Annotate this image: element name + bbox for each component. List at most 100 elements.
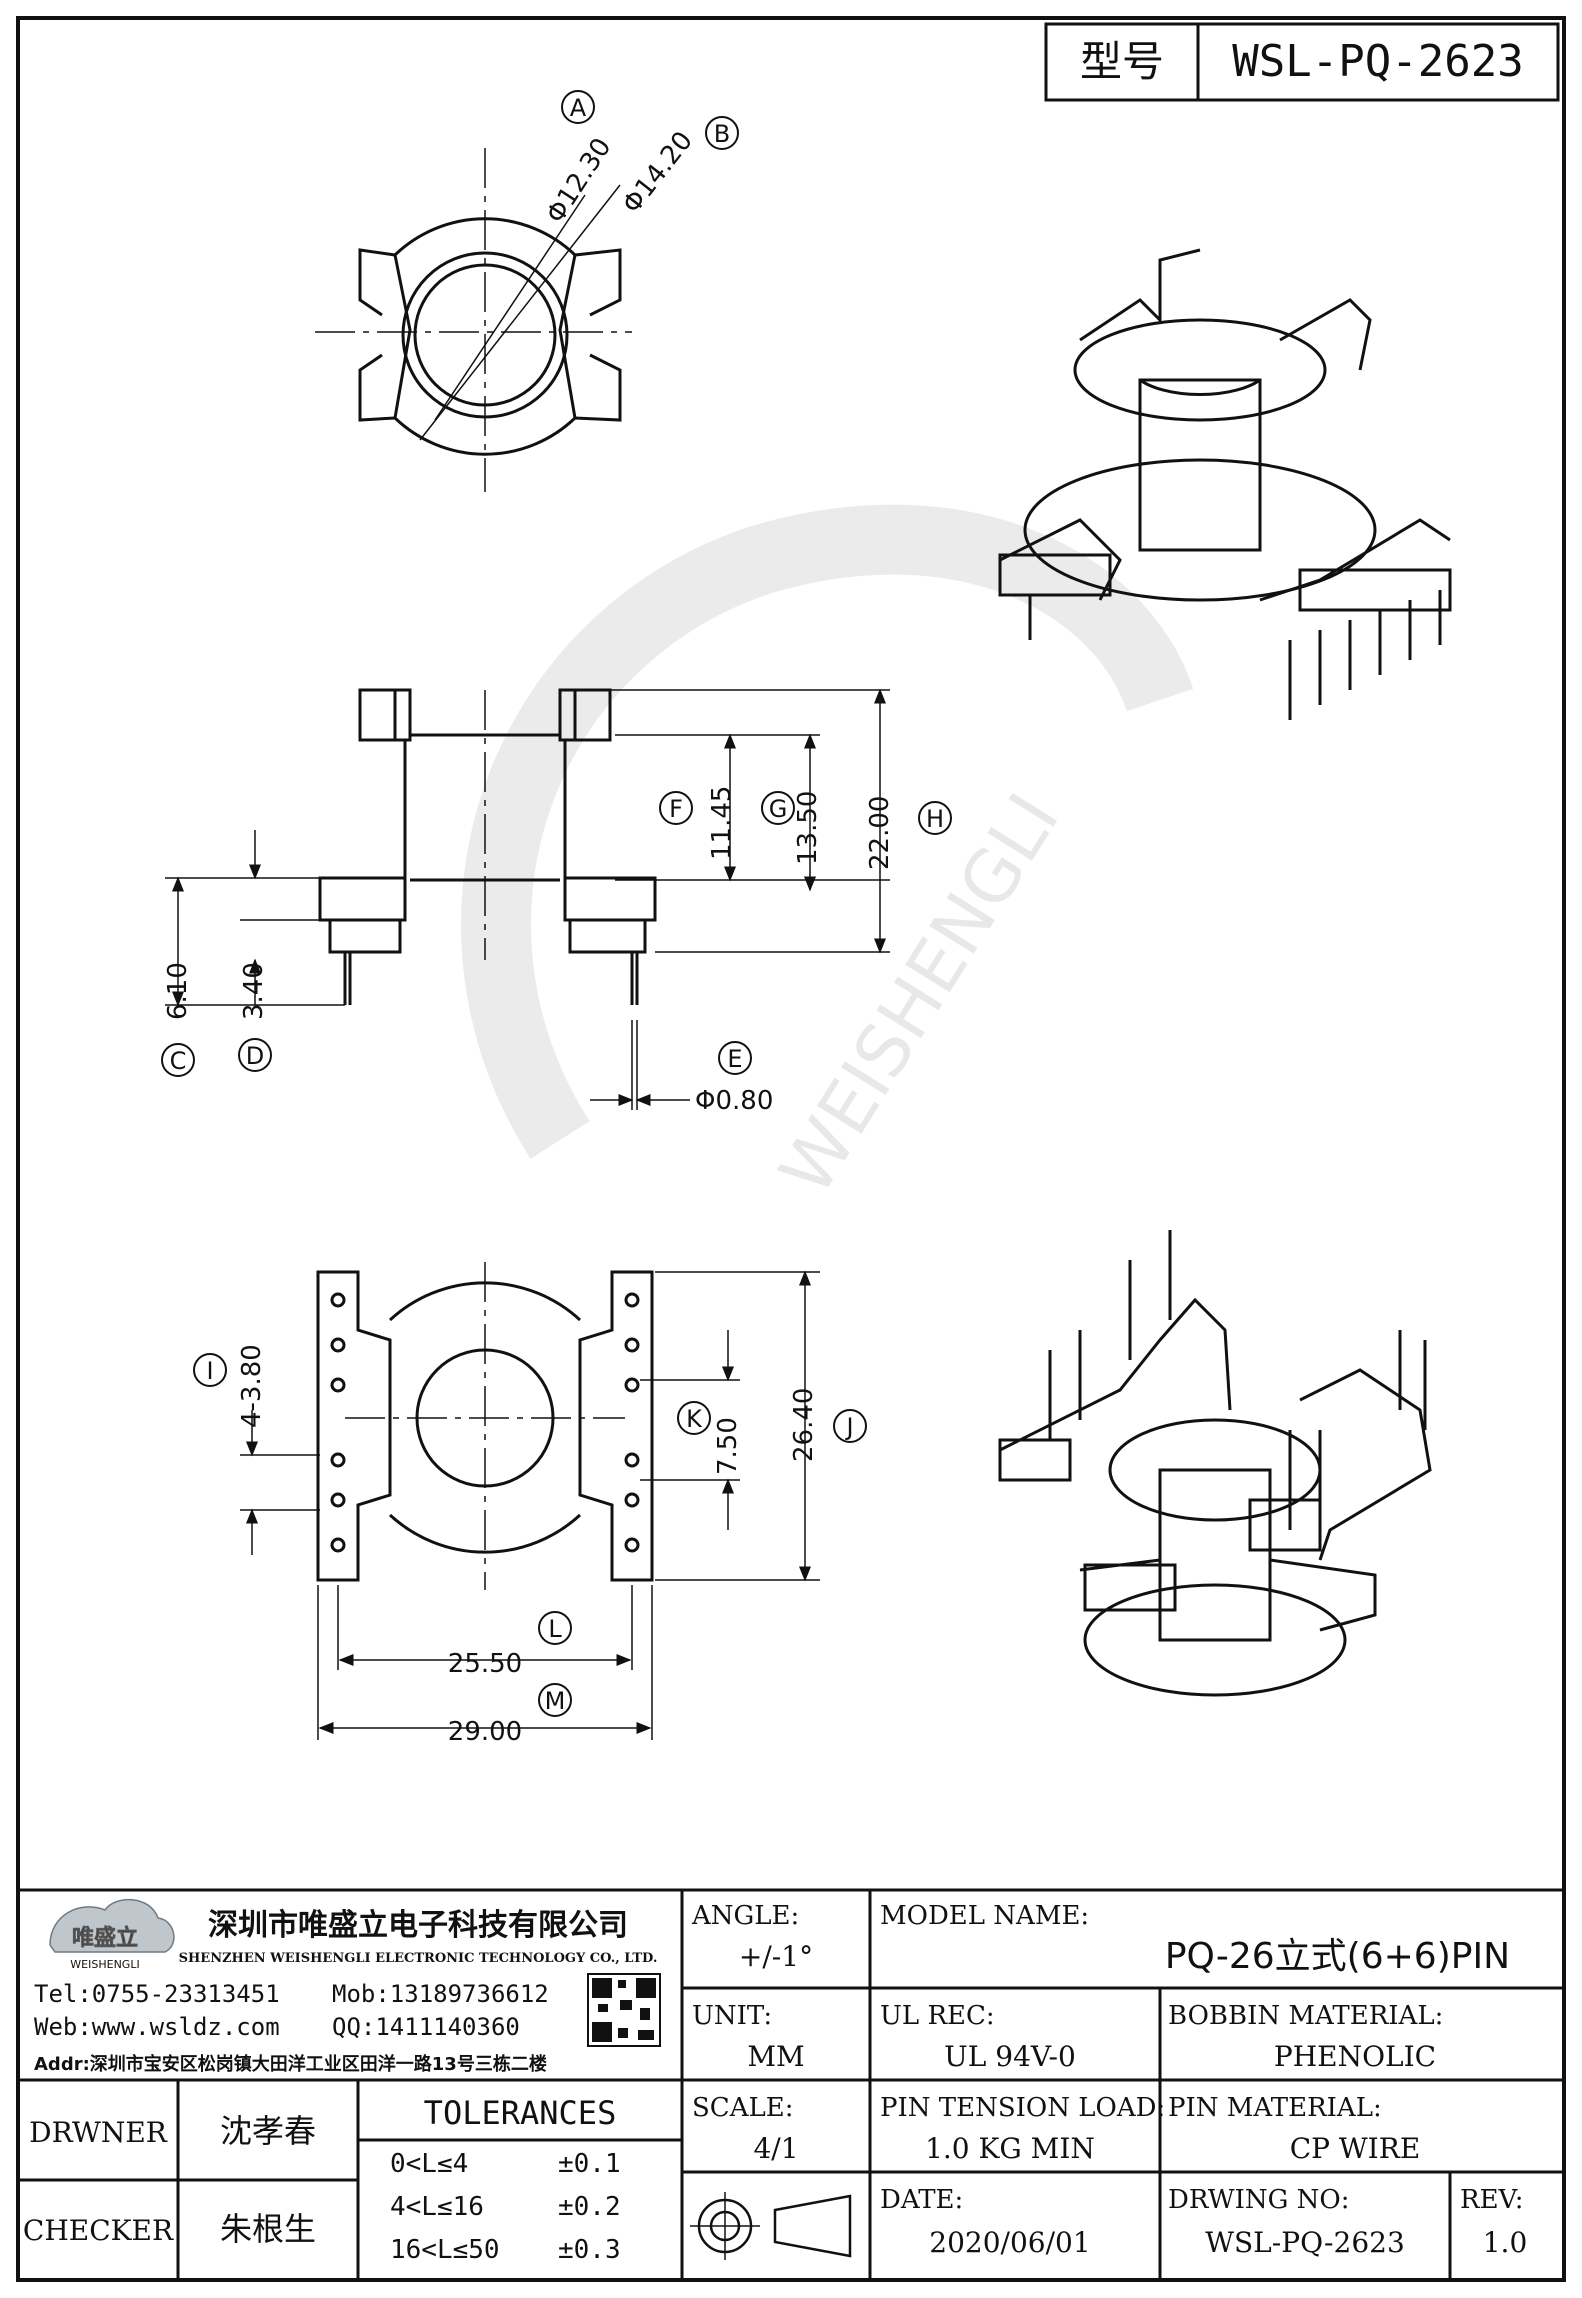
model-header: 型号 WSL-PQ-2623 [1044, 22, 1560, 102]
marker-e-label: E [727, 1045, 742, 1073]
model-header-value: WSL-PQ-2623 [1232, 36, 1523, 87]
side-view-dims [165, 688, 890, 1110]
bottom-view-labels: 26.40 7.50 4-3.80 25.50 29.00 I J K L M [193, 1344, 867, 1747]
marker-g [761, 791, 795, 825]
dim-e: Φ0.80 [695, 1086, 773, 1116]
drawer-label: DRWNER [29, 2116, 168, 2149]
checker-label: CHECKER [23, 2214, 174, 2247]
drawer-value: 沈孝春 [220, 2112, 316, 2150]
unit-value: MM [747, 2040, 804, 2073]
title-block [18, 1888, 1564, 2280]
title-fields: ANGLE: +/-1° MODEL NAME: PQ-26立式(6+6)PIN… [690, 1901, 1527, 2260]
iso-view-top [998, 248, 1452, 720]
marker-c [161, 1043, 195, 1077]
watermark: WEISHENGLI [461, 504, 1194, 1209]
marker-j-label: J [844, 1413, 853, 1441]
company-tel: Tel:0755-23313451 [34, 1980, 280, 2008]
sheet-border [16, 16, 1566, 2282]
marker-a-label: A [570, 94, 587, 122]
marker-k [677, 1401, 711, 1435]
logo-subtext: WEISHENGLI [70, 1958, 139, 1971]
side-view [318, 688, 657, 1005]
company-mob: Mob:13189736612 [332, 1980, 549, 2008]
company-block: 唯盛立 WEISHENGLI 深圳市唯盛立电子科技有限公司 SHENZHEN W… [34, 1898, 661, 2075]
side-view-labels: 11.45 13.50 22.00 6.10 3.40 Φ0.80 F G H … [161, 786, 952, 1116]
marker-l-label: L [548, 1615, 562, 1643]
ul-value: UL 94V-0 [944, 2040, 1076, 2073]
dim-l: 25.50 [448, 1649, 522, 1679]
bobbin-value: PHENOLIC [1274, 2040, 1436, 2073]
marker-b-label: B [714, 120, 730, 148]
marker-i [193, 1353, 227, 1387]
signature-cells: DRWNER 沈孝春 CHECKER 朱根生 [23, 2112, 316, 2248]
dim-k: 7.50 [713, 1417, 743, 1475]
tol-range-2: 4<L≤16 [390, 2192, 484, 2222]
model-name-value: PQ-26立式(6+6)PIN [1165, 1936, 1510, 1977]
company-name-cn: 深圳市唯盛立电子科技有限公司 [208, 1908, 628, 1943]
marker-b [705, 116, 739, 150]
tolerances-table: TOLERANCES 0<L≤4 ±0.1 4<L≤16 ±0.2 16<L≤5… [390, 2094, 621, 2265]
pin-material-label: PIN MATERIAL: [1168, 2093, 1382, 2123]
dim-h: 22.00 [865, 796, 895, 870]
marker-l [538, 1611, 572, 1645]
marker-d [238, 1038, 272, 1072]
angle-value: +/-1° [739, 1940, 813, 1973]
logo-text: 唯盛立 [72, 1925, 138, 1951]
rev-label: REV: [1460, 2185, 1523, 2215]
marker-h [918, 801, 952, 835]
date-label: DATE: [880, 2185, 963, 2215]
marker-f-label: F [669, 795, 683, 823]
angle-label: ANGLE: [691, 1901, 799, 1931]
projection-symbol-icon [690, 2192, 852, 2260]
scale-value: 4/1 [753, 2132, 798, 2165]
unit-label: UNIT: [692, 2001, 772, 2031]
dim-a: Φ12.30 [541, 133, 618, 229]
tol-value-2: ±0.2 [558, 2192, 621, 2222]
company-addr: Addr:深圳市宝安区松岗镇大田洋工业区田洋一路13号三栋二楼 [34, 2053, 547, 2075]
iso-view-bottom [998, 1230, 1432, 1697]
company-name-en: SHENZHEN WEISHENGLI ELECTRONIC TECHNOLOG… [179, 1951, 658, 1966]
ul-label: UL REC: [880, 2001, 995, 2031]
tol-range-1: 0<L≤4 [390, 2149, 468, 2179]
marker-m [538, 1683, 572, 1717]
dim-f: 11.45 [707, 786, 737, 860]
model-name-label: MODEL NAME: [880, 1901, 1089, 1931]
date-value: 2020/06/01 [929, 2226, 1090, 2259]
tol-value-3: ±0.3 [558, 2235, 621, 2265]
company-qq: QQ:1411140360 [332, 2013, 520, 2041]
tolerances-label: TOLERANCES [424, 2094, 617, 2132]
company-web: Web:www.wsldz.com [34, 2013, 280, 2041]
marker-e [718, 1041, 752, 1075]
drawing-no-label: DRWING NO: [1168, 2185, 1349, 2215]
drawing-no-value: WSL-PQ-2623 [1205, 2226, 1405, 2259]
marker-h-label: H [926, 805, 944, 833]
bottom-view [316, 1262, 654, 1590]
tol-range-3: 16<L≤50 [390, 2235, 500, 2265]
marker-j [833, 1409, 867, 1443]
dim-j: 26.40 [789, 1388, 819, 1462]
dim-g: 13.50 [793, 791, 823, 865]
marker-i-label: I [206, 1357, 213, 1385]
dim-m: 29.00 [448, 1717, 522, 1747]
pin-material-value: CP WIRE [1290, 2132, 1421, 2165]
dim-i: 4-3.80 [237, 1344, 267, 1428]
marker-c-label: C [170, 1047, 187, 1075]
marker-g-label: G [769, 795, 788, 823]
model-header-label: 型号 [1080, 37, 1164, 86]
qr-code [587, 1973, 661, 2047]
marker-m-label: M [545, 1687, 566, 1715]
dim-d: 3.40 [239, 962, 269, 1020]
tension-value: 1.0 KG MIN [925, 2132, 1095, 2165]
company-logo: 唯盛立 WEISHENGLI [49, 1898, 175, 1971]
scale-label: SCALE: [692, 2093, 794, 2123]
tension-label: PIN TENSION LOAD: [880, 2093, 1165, 2123]
bottom-view-dims [240, 1270, 820, 1740]
marker-d-label: D [246, 1042, 264, 1070]
top-view [315, 148, 632, 492]
tol-value-1: ±0.1 [558, 2149, 621, 2179]
top-view-dims: Φ12.30 Φ14.20 A B [541, 90, 739, 229]
marker-a [561, 90, 595, 124]
dim-c: 6.10 [163, 962, 193, 1020]
marker-f [659, 791, 693, 825]
